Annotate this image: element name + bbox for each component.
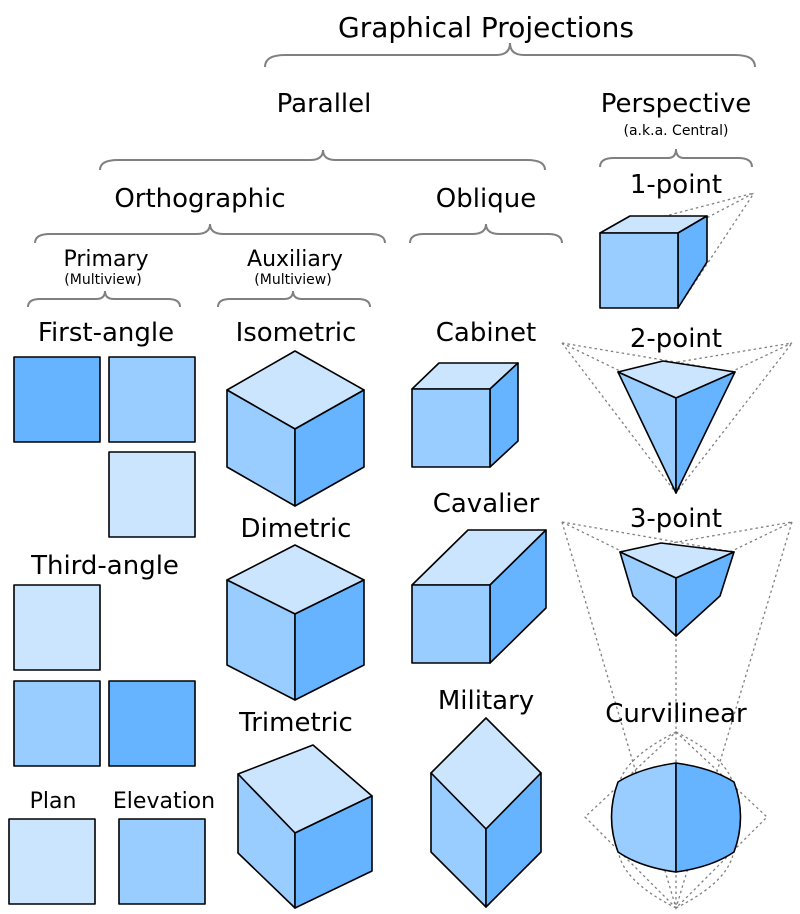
two-point-label: 2-point [630, 324, 722, 354]
first-angle-front-view [13, 356, 101, 443]
brace-primary [27, 290, 181, 308]
elevation-label: Elevation [113, 789, 215, 814]
dimetric-label: Dimetric [241, 514, 352, 544]
brace-orthographic [34, 223, 386, 244]
brace-parallel [99, 149, 546, 171]
oblique-label: Oblique [436, 184, 536, 214]
primary-sublabel: (Multiview) [64, 272, 141, 288]
curvilinear-label: Curvilinear [605, 699, 747, 729]
one-point-label: 1-point [630, 170, 722, 200]
third-angle-top-view [13, 584, 101, 671]
first-angle-top-view [108, 451, 196, 538]
three-point-cube [619, 542, 735, 637]
three-point-label: 3-point [630, 504, 722, 534]
first-angle-label: First-angle [38, 318, 174, 348]
cavalier-cube [411, 529, 547, 664]
cavalier-label: Cavalier [433, 489, 540, 519]
auxiliary-label: Auxiliary [247, 247, 343, 272]
military-label: Military [438, 686, 534, 716]
auxiliary-sublabel: (Multiview) [254, 272, 331, 288]
one-point-cube [599, 215, 708, 309]
isometric-label: Isometric [236, 318, 357, 348]
two-point-cube [617, 360, 736, 494]
cabinet-label: Cabinet [436, 318, 536, 348]
brace-graphical-projections [264, 42, 756, 68]
perspective-label: Perspective [601, 89, 752, 119]
first-angle-side-view [108, 356, 196, 443]
third-angle-front-view [108, 680, 196, 767]
dimetric-cube [226, 544, 365, 701]
cabinet-cube [411, 362, 519, 468]
isometric-cube [226, 350, 365, 507]
title: Graphical Projections [338, 11, 634, 44]
trimetric-cube [237, 744, 373, 909]
perspective-sublabel: (a.k.a. Central) [624, 123, 729, 139]
plan-view [8, 818, 96, 905]
parallel-label: Parallel [277, 89, 372, 119]
brace-oblique [409, 223, 563, 244]
elevation-view [118, 818, 206, 905]
brace-perspective [599, 148, 753, 168]
plan-label: Plan [30, 789, 77, 814]
trimetric-label: Trimetric [238, 708, 353, 738]
military-cube [430, 717, 542, 908]
orthographic-label: Orthographic [114, 184, 285, 214]
primary-label: Primary [63, 247, 148, 272]
third-angle-label: Third-angle [30, 551, 179, 581]
brace-auxiliary [217, 290, 371, 308]
third-angle-side-view [13, 680, 101, 767]
curvilinear-cube [610, 762, 742, 873]
